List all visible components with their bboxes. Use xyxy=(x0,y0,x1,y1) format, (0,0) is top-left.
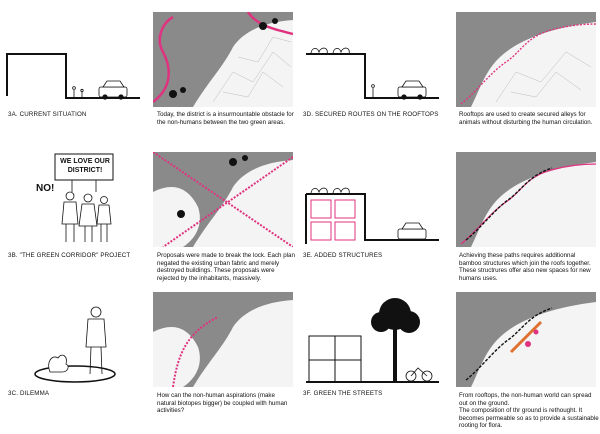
description-3f: From rooftops, the non-human world can s… xyxy=(459,392,599,430)
use-icons-grid xyxy=(310,199,356,241)
protest-sign-line1: WE LOVE OUR xyxy=(60,158,110,165)
map-current-situation xyxy=(153,12,293,107)
bird-icon xyxy=(229,155,248,166)
caption-3e: 3e. ADDED STRUCTURES xyxy=(303,252,383,259)
description-3b: Proposals were made to break the lock. E… xyxy=(157,252,295,282)
rooftop-plants-icon xyxy=(310,187,350,195)
caption-3c: 3c. DILEMMA xyxy=(8,390,50,397)
description-3e: Achieving these paths requires additionn… xyxy=(459,252,591,282)
caption-3f: 3f. GREEN THE STREETS xyxy=(303,390,383,397)
protest-no-text: NO! xyxy=(36,183,55,194)
rooftop-plants-icon xyxy=(310,47,350,55)
description-3a: Today, the district is a insurmountable … xyxy=(157,111,294,126)
map-dilemma xyxy=(153,292,293,387)
caption-3b: 3b. "THE GREEN CORRIDOR" PROJECT xyxy=(8,252,131,259)
description-3c: How can the non-human aspirations (make … xyxy=(157,392,288,415)
tree-icon xyxy=(371,298,420,382)
description-3d: Rooftops are used to create secured alle… xyxy=(459,111,593,126)
caption-3d: 3d. SECURED ROUTES ON THE ROOFTOPS xyxy=(303,111,439,118)
map-green-streets xyxy=(456,292,596,387)
squirrel-icon xyxy=(48,354,69,373)
section-current-situation xyxy=(4,12,144,107)
human-figure xyxy=(85,306,107,375)
map-added-structures xyxy=(456,152,596,247)
protest-sign-line2: DISTRICT! xyxy=(67,167,103,174)
car-icon xyxy=(397,222,427,240)
car-icon xyxy=(397,80,427,100)
illustration-protest xyxy=(30,152,150,247)
bird-icon xyxy=(259,18,278,30)
section-green-streets xyxy=(303,292,443,387)
map-secured-routes xyxy=(456,12,596,107)
bicycle-icon xyxy=(405,367,433,382)
section-added-structures xyxy=(303,152,443,247)
section-secured-routes xyxy=(303,12,443,107)
caption-3a: 3a. CURRENT SITUATION xyxy=(8,111,87,118)
car-icon xyxy=(98,80,128,100)
illustration-dilemma xyxy=(30,292,150,387)
map-green-corridor xyxy=(153,152,293,247)
squirrel-icon xyxy=(169,87,186,98)
deer-icon xyxy=(177,210,185,218)
